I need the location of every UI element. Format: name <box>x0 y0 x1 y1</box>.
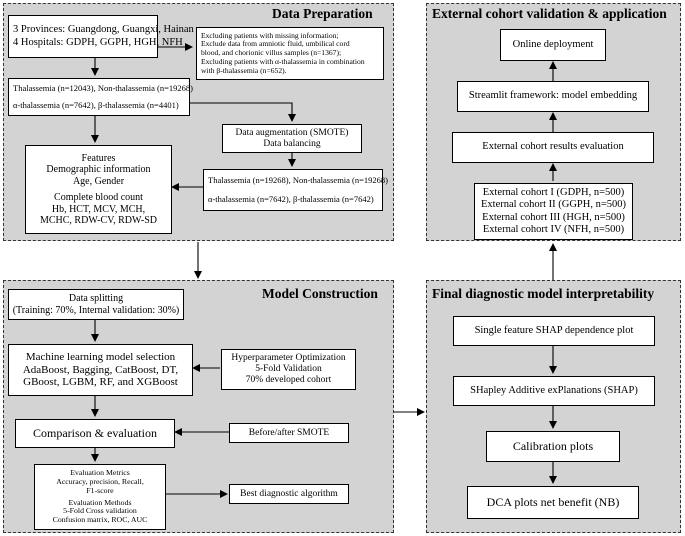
features-line: Hb, HCT, MCV, MCH, <box>51 203 146 215</box>
selection-line: Machine learning model selection <box>25 351 176 364</box>
comparison-label: Comparison & evaluation <box>33 425 157 440</box>
balanced-line: α-thalassemia (n=7642), β-thalassemia (n… <box>208 193 374 204</box>
exclusion-line: Excluding patients with α-thalassemia in… <box>201 56 365 66</box>
shap-label: SHapley Additive exPlanations (SHAP) <box>470 384 638 396</box>
augmentation-line: Data augmentation (SMOTE) <box>235 127 349 138</box>
external-cohorts-box: External cohort I (GDPH, n=500) External… <box>474 183 633 240</box>
cohort-line: External cohort I (GDPH, n=500) <box>482 187 625 199</box>
exclusion-line: blood, and chorionic villus samples (n=1… <box>201 48 342 58</box>
dca-label: DCA plots net benefit (NB) <box>486 494 620 509</box>
arrow-counts-to-augmentation <box>190 102 296 122</box>
metrics-line: F1-score <box>86 485 114 495</box>
selection-line: GBoost, LGBM, RF, and XGBoost <box>23 376 178 389</box>
data-preparation-title: Data Preparation <box>272 6 373 21</box>
data-splitting-box: Data splitting (Training: 70%, Internal … <box>8 289 184 320</box>
sources-line: 4 Hospitals: GDPH, GGPH, HGH, NFH <box>13 36 183 48</box>
hyper-line: 5-Fold Validation <box>255 364 322 375</box>
metrics-line: 5-Fold Cross validation <box>63 506 137 516</box>
augmentation-line: Data balancing <box>263 138 321 149</box>
counts-line: α-thalassemia (n=7642), β-thalassemia (n… <box>13 99 179 110</box>
metrics-line: Evaluation Methods <box>68 497 132 507</box>
hyperparameter-box: Hyperparameter Optimization 5-Fold Valid… <box>221 349 356 390</box>
smote-label: Before/after SMOTE <box>248 427 330 438</box>
exclusion-criteria-box: Excluding patients with missing informat… <box>196 27 384 80</box>
features-line: Demographic information <box>46 164 151 175</box>
best-algorithm-box: Best diagnostic algorithm <box>229 484 349 504</box>
features-box: Features Demographic information Age, Ge… <box>25 145 172 234</box>
cohort-line: External cohort II (GGPH, n=500) <box>480 199 626 211</box>
online-deployment-box: Online deployment <box>500 29 606 61</box>
exclusion-line: with β-thalassemia (n=652). <box>201 65 287 75</box>
features-line: MCHC, RDW-CV, RDW-SD <box>39 215 158 226</box>
calibration-plots-box: Calibration plots <box>486 431 620 462</box>
counts-line: Thalassemia (n=12043), Non-thalassemia (… <box>13 82 194 93</box>
interpretability-title: Final diagnostic model interpretability <box>432 286 655 301</box>
exclusion-line: Exclude data from amniotic fluid, umbili… <box>201 39 350 49</box>
best-algorithm-label: Best diagnostic algorithm <box>240 488 338 499</box>
hyper-line: Hyperparameter Optimization <box>231 353 346 364</box>
external-results-label: External cohort results evaluation <box>482 141 624 153</box>
metrics-line: Confusion matrix, ROC, AUC <box>52 515 148 525</box>
features-line: Age, Gender <box>72 175 125 187</box>
cohort-line: External cohort III (HGH, n=500) <box>482 211 625 223</box>
splitting-line: (Training: 70%, Internal validation: 30%… <box>12 304 180 316</box>
before-after-smote-box: Before/after SMOTE <box>229 423 349 443</box>
cohort-counts-box: Thalassemia (n=12043), Non-thalassemia (… <box>8 78 194 116</box>
shap-dependence-label: Single feature SHAP dependence plot <box>474 324 634 336</box>
streamlit-label: Streamlit framework: model embedding <box>468 90 638 102</box>
metrics-line: Evaluation Metrics <box>70 467 130 477</box>
model-selection-box: Machine learning model selection AdaBoos… <box>8 344 193 396</box>
online-deployment-label: Online deployment <box>512 38 594 50</box>
sources-box: 3 Provinces: Guangdong, Guangxi, Hainan … <box>8 15 194 58</box>
external-results-box: External cohort results evaluation <box>452 132 654 163</box>
cohort-line: External cohort IV (NFH, n=500) <box>482 223 625 235</box>
evaluation-metrics-box: Evaluation Metrics Accuracy, precision, … <box>34 464 166 530</box>
streamlit-box: Streamlit framework: model embedding <box>457 81 649 112</box>
exclusion-line: Excluding patients with missing informat… <box>201 30 339 40</box>
external-validation-title: External cohort validation & application <box>432 6 667 21</box>
shap-dependence-box: Single feature SHAP dependence plot <box>453 316 655 346</box>
selection-line: AdaBoost, Bagging, CatBoost, DT, <box>22 363 179 376</box>
hyper-line: 70% developed cohort <box>245 374 332 385</box>
sources-line: 3 Provinces: Guangdong, Guangxi, Hainan <box>13 24 194 36</box>
balanced-line: Thalassemia (n=19268), Non-thalassemia (… <box>208 174 389 185</box>
comparison-evaluation-box: Comparison & evaluation <box>15 419 175 448</box>
features-line: Complete blood count <box>54 192 143 203</box>
shap-box: SHapley Additive exPlanations (SHAP) <box>453 376 655 406</box>
features-line: Features <box>81 152 116 164</box>
balanced-counts-box: Thalassemia (n=19268), Non-thalassemia (… <box>203 169 388 211</box>
smote-augmentation-box: Data augmentation (SMOTE) Data balancing <box>222 124 362 153</box>
calibration-label: Calibration plots <box>512 438 594 453</box>
dca-plots-box: DCA plots net benefit (NB) <box>467 486 639 519</box>
splitting-line: Data splitting <box>68 293 124 304</box>
metrics-line: Accuracy, precision, Recall, <box>56 476 144 486</box>
model-construction-title: Model Construction <box>262 286 378 301</box>
